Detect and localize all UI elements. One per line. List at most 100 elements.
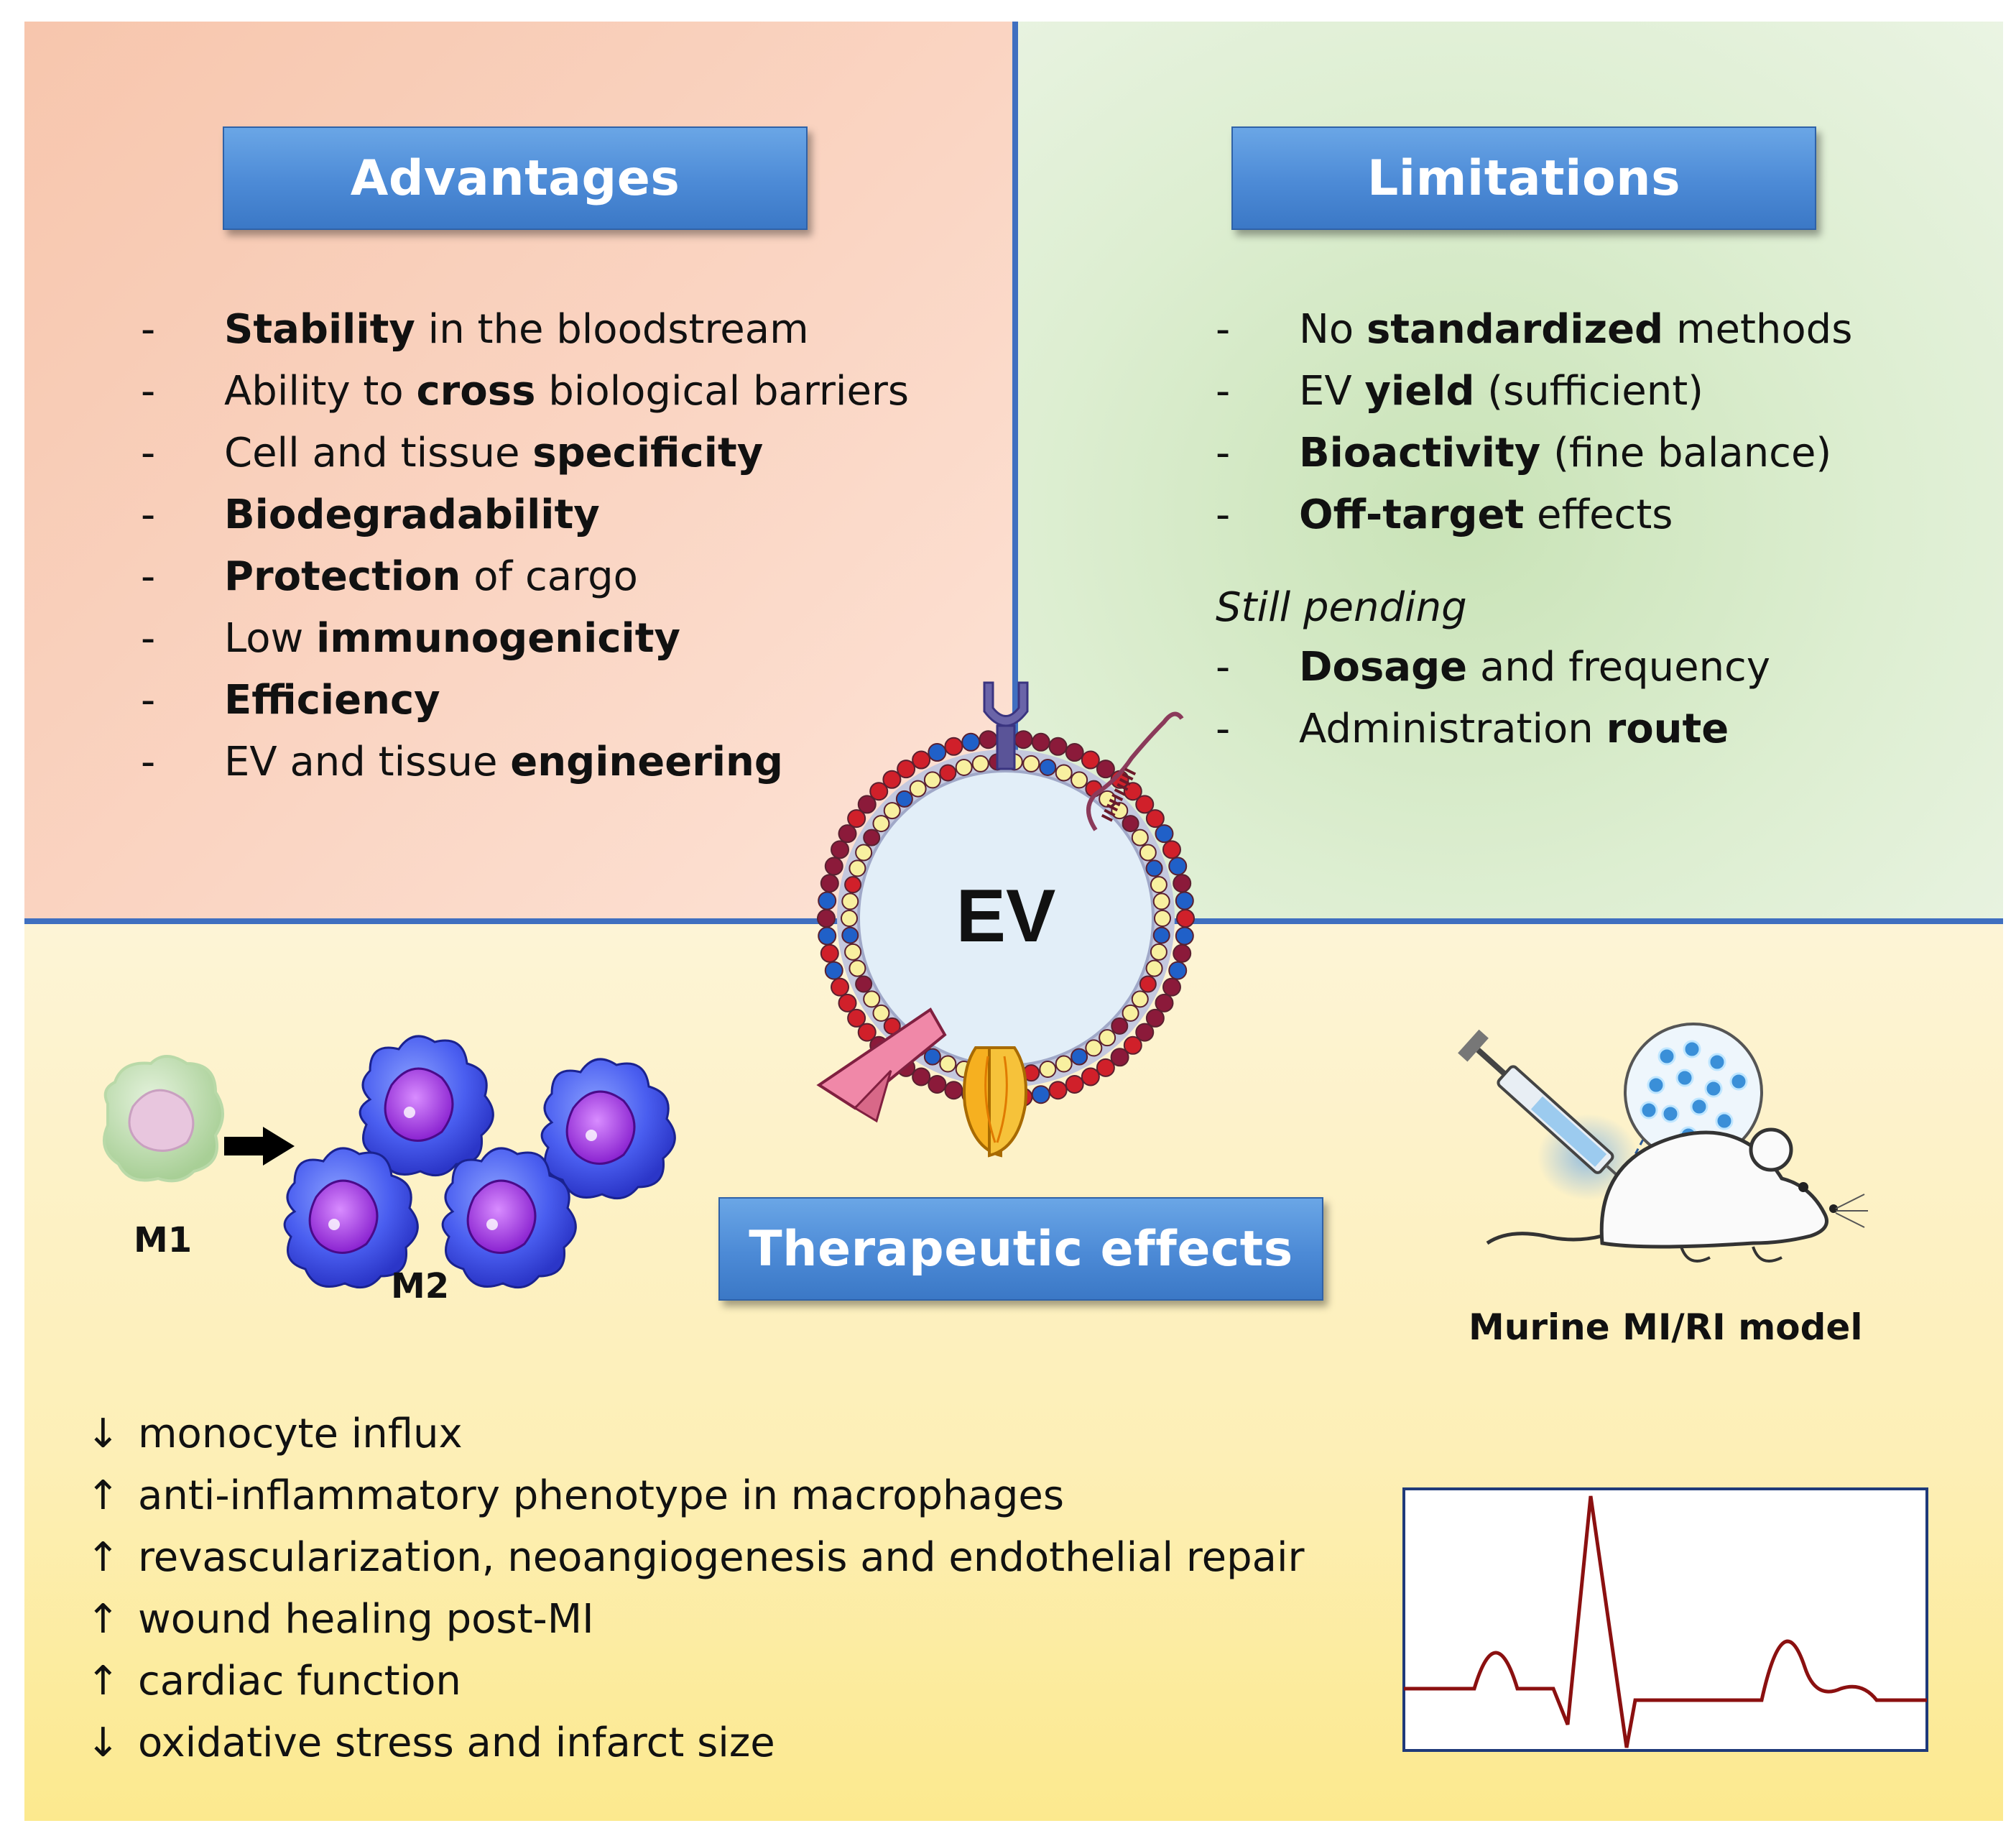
bold-term: Efficiency — [224, 677, 440, 724]
lipid-bead — [1145, 1008, 1165, 1028]
list-item: -Ability to cross biological barriers — [141, 361, 909, 423]
item-text: Low — [224, 615, 317, 662]
effect-text: cardiac function — [138, 1658, 461, 1704]
bullet-dash: - — [141, 492, 156, 538]
lipid-bead — [863, 829, 881, 846]
item-text: (fine balance) — [1540, 430, 1832, 476]
pending-list: -Dosage and frequency-Administration rou… — [1216, 637, 1770, 760]
item-text: (sufficient) — [1474, 368, 1704, 415]
vesicle-zoom-icon — [1615, 1023, 1763, 1191]
ev-particle — [1704, 1079, 1723, 1098]
lipid-bead — [1022, 755, 1040, 772]
lipid-bead — [897, 760, 916, 779]
bullet-dash: - — [1216, 368, 1231, 415]
lipid-bead — [831, 840, 850, 859]
lipid-bead — [979, 730, 998, 749]
list-item: - Low immunogenicity — [141, 608, 909, 670]
murine-model-label: Murine MI/RI model — [1469, 1306, 1863, 1348]
lipid-bead — [844, 943, 862, 961]
ev-vesicle: EV — [816, 681, 1195, 1158]
lipid-bead — [818, 926, 837, 946]
therapeutic-header: Therapeutic effects — [718, 1197, 1323, 1301]
item-text: of cargo — [461, 553, 638, 600]
lipid-bead — [1081, 750, 1100, 770]
lipid-bead — [1039, 1061, 1057, 1079]
lipid-bead — [1145, 859, 1163, 877]
effect-item: ↑cardiac function — [86, 1651, 1305, 1712]
m1-label: M1 — [134, 1220, 193, 1260]
lipid-bead — [818, 891, 837, 910]
ev-particle — [1647, 1076, 1665, 1094]
lipid-bead — [1150, 943, 1167, 961]
bold-term: Stability — [224, 306, 415, 353]
lipid-bead — [869, 782, 889, 801]
lipid-bead — [1162, 840, 1181, 859]
lipid-bead — [923, 1048, 941, 1066]
lipid-bead — [838, 824, 857, 844]
lipid-bead — [1152, 926, 1170, 944]
protein-channel-icon — [963, 1046, 1027, 1158]
item-text: No — [1299, 306, 1367, 353]
limitations-header: Limitations — [1231, 126, 1816, 230]
ev-particle — [1675, 1069, 1694, 1087]
lipid-bead — [1175, 926, 1194, 946]
still-pending-label: Still pending — [1216, 584, 1467, 631]
bold-term: Protection — [224, 553, 461, 600]
lipid-bead — [847, 1008, 866, 1028]
item-text: Ability to — [224, 368, 417, 415]
list-item: -Administration route — [1216, 698, 1770, 760]
lipid-bead — [1123, 1035, 1142, 1055]
bullet-dash: - — [1216, 306, 1231, 353]
lipid-bead — [1131, 829, 1149, 846]
ev-particle — [1657, 1047, 1676, 1066]
list-item: -EV yield (sufficient) — [1216, 361, 1852, 423]
bullet-dash: - — [1216, 706, 1231, 752]
lipid-bead — [1099, 1029, 1116, 1047]
lipid-bead — [1055, 1055, 1073, 1073]
lipid-bead — [1168, 857, 1188, 876]
item-text: effects — [1524, 492, 1673, 538]
bullet-dash: - — [141, 615, 156, 662]
lipid-bead — [838, 993, 857, 1012]
bullet-dash: - — [141, 553, 156, 600]
lipid-bead — [1155, 824, 1174, 844]
lipid-bead — [820, 874, 839, 893]
effect-item: ↓monocyte influx — [86, 1403, 1305, 1465]
list-item: -Biodegradability — [141, 484, 909, 546]
vertical-divider — [1012, 22, 1018, 924]
receptor-icon — [983, 681, 1029, 770]
list-item: -Stability in the bloodstream — [141, 299, 909, 361]
lipid-bead — [872, 1004, 890, 1022]
effect-item: ↑wound healing post-MI — [86, 1589, 1305, 1651]
lipid-bead — [863, 990, 881, 1008]
lipid-bead — [1111, 802, 1129, 820]
lipid-bead — [1048, 737, 1068, 756]
item-text: biological barriers — [535, 368, 910, 415]
therapeutic-effects-list: ↓monocyte influx↑anti-inflammatory pheno… — [86, 1403, 1305, 1774]
bold-term: Off-target — [1299, 492, 1525, 538]
lipid-bead — [1150, 876, 1167, 894]
lipid-bead — [857, 1023, 877, 1042]
channel-protein-icon — [816, 1007, 947, 1123]
lipid-bead — [1065, 743, 1084, 762]
mouse-icon — [1486, 1127, 1868, 1263]
m2-label: M2 — [391, 1266, 450, 1306]
lipid-bead — [1071, 1048, 1088, 1066]
bold-term: route — [1606, 706, 1729, 752]
lipid-bead — [1065, 1074, 1084, 1094]
lipid-bead — [1162, 977, 1181, 997]
lipid-bead — [824, 857, 843, 876]
bold-term: standardized — [1366, 306, 1664, 353]
lipid-bead — [1123, 782, 1142, 801]
bullet-dash: - — [1216, 492, 1231, 538]
bold-term: yield — [1364, 368, 1475, 415]
advantages-header: Advantages — [223, 126, 808, 230]
lipid-bead — [912, 750, 931, 770]
transmembrane-protein-icon — [1086, 711, 1184, 831]
limitations-list: -No standardized methods-EV yield (suffi… — [1216, 299, 1852, 546]
lipid-bead — [939, 764, 957, 782]
bold-term: immunogenicity — [316, 615, 680, 662]
lipid-bead — [1081, 1067, 1100, 1086]
lipid-bead — [928, 743, 947, 762]
lipid-bead — [849, 859, 866, 877]
